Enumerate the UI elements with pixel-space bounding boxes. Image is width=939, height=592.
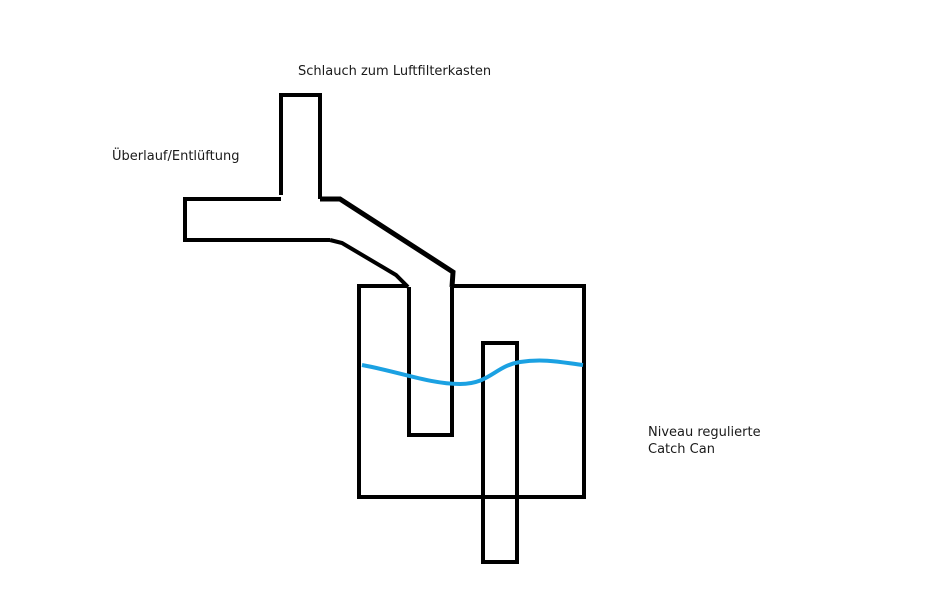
diagonal-pipe-bottom <box>329 238 410 289</box>
overflow-label: Überlauf/Entlüftung <box>112 149 240 164</box>
overflow-pipe <box>183 197 330 242</box>
catch-can-label-line1: Niveau regulierte <box>648 425 761 440</box>
drain-pipe <box>481 341 519 564</box>
catch-can-box <box>357 284 586 499</box>
hose-label: Schlauch zum Luftfilterkasten <box>298 64 492 79</box>
liquid-level-line <box>361 358 584 387</box>
inlet-pipe <box>407 287 454 437</box>
catch-can-label-line2: Catch Can <box>648 442 715 457</box>
diagonal-pipe-top <box>320 196 456 288</box>
hose-pipe <box>279 93 322 199</box>
